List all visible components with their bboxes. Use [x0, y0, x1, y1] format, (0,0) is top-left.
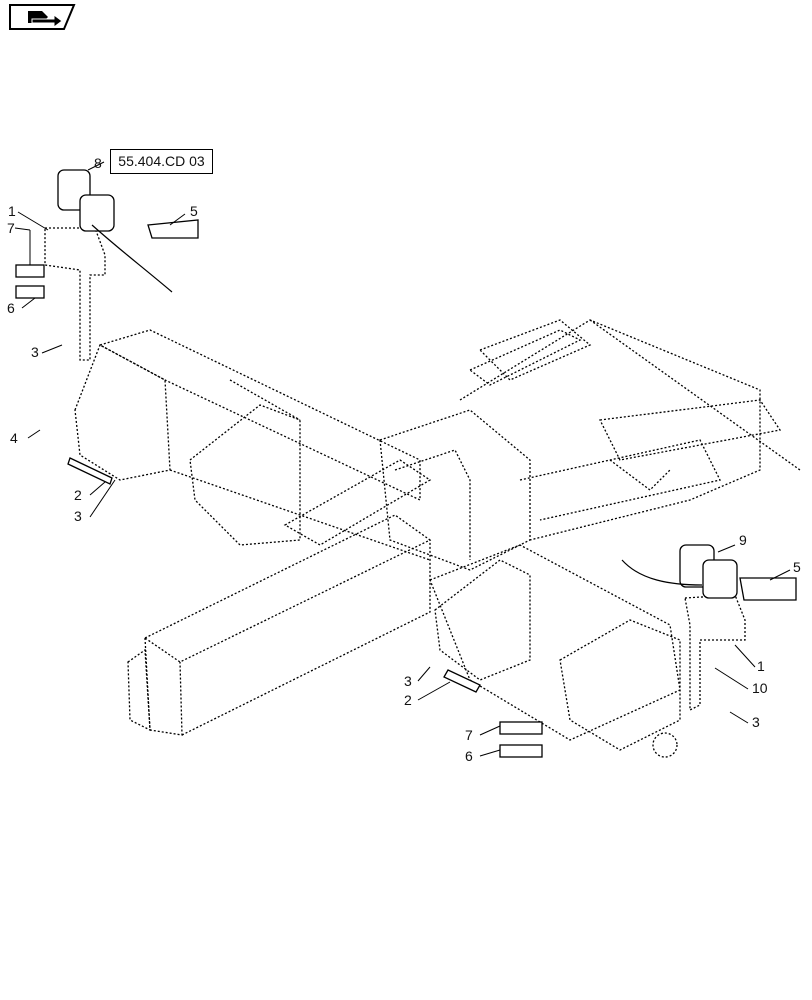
- callout-2-center: 2: [404, 692, 412, 708]
- right-arm: [459, 319, 761, 541]
- callout-6-left: 6: [7, 300, 15, 316]
- center-plate: [283, 459, 432, 546]
- next-page-arrow-icon[interactable]: [8, 3, 76, 31]
- callout-2-left: 2: [74, 487, 82, 503]
- callout-1-right: 1: [757, 658, 765, 674]
- callout-5-left: 5: [190, 203, 198, 219]
- reference-label[interactable]: 55.404.CD 03: [110, 149, 213, 174]
- pin-right: [443, 669, 481, 693]
- callout-10: 10: [752, 680, 768, 696]
- callout-3-right: 3: [752, 714, 760, 730]
- pin-left: [67, 457, 113, 485]
- callout-8: 8: [94, 155, 102, 171]
- callout-3-center: 3: [404, 673, 412, 689]
- callout-7-right: 7: [465, 727, 473, 743]
- decal-7-left: [15, 264, 45, 278]
- callout-4: 4: [10, 430, 18, 446]
- decal-6-right: [499, 744, 543, 758]
- decal-5-right: [739, 577, 797, 601]
- decal-7-right: [499, 721, 543, 735]
- callout-6-right: 6: [465, 748, 473, 764]
- decal-6-left: [15, 285, 45, 299]
- left-harness: [91, 224, 173, 293]
- callout-9: 9: [739, 532, 747, 548]
- left-light-bracket: [44, 227, 106, 361]
- main-beam: [143, 514, 432, 663]
- callout-7-left: 7: [7, 220, 15, 236]
- callout-5-right: 5: [793, 559, 801, 575]
- left-frame-assembly: [98, 329, 421, 502]
- callout-3-left-bottom: 3: [74, 508, 82, 524]
- decal-5-left: [147, 219, 199, 239]
- callout-1-left: 1: [8, 203, 16, 219]
- right-light-bracket: [684, 594, 746, 712]
- callout-3-left-top: 3: [31, 344, 39, 360]
- center-hub: [379, 409, 531, 571]
- right-harness: [621, 559, 703, 586]
